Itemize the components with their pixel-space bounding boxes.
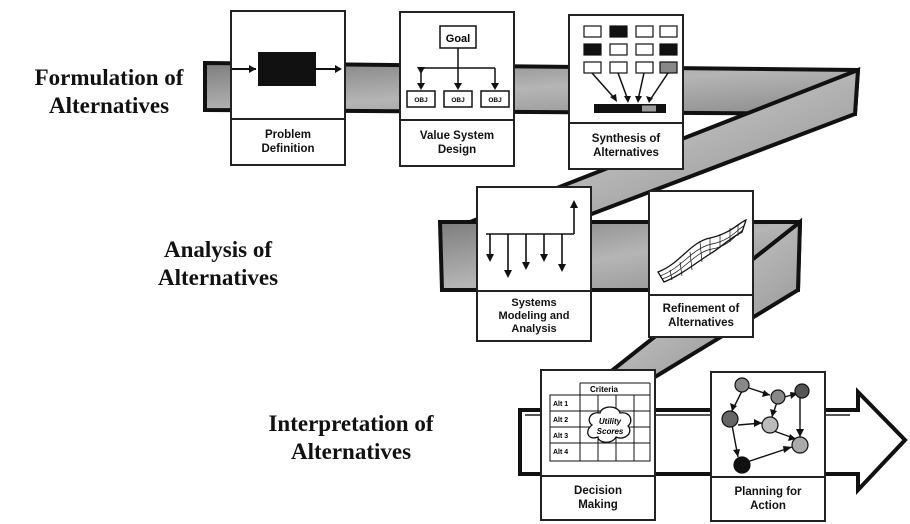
phase-label-analysis: Analysis of Alternatives	[128, 236, 308, 292]
problem-definition-caption: Problem Definition	[232, 118, 344, 164]
caption-line: Planning for	[734, 486, 802, 498]
decision-making-caption: Decision Making	[542, 475, 654, 519]
planning-caption: Planning for Action	[712, 476, 824, 520]
goal-label: Goal	[446, 33, 470, 45]
criteria-label: Criteria	[590, 385, 619, 394]
synthesis-grid-illustration	[583, 25, 678, 113]
phase-formulation-line2: Alternatives	[48, 93, 170, 118]
goal-objective-tree-illustration: Goal OBJ OBJ OBJ	[406, 25, 510, 108]
caption-line: Action	[750, 500, 786, 512]
caption-line: Value System	[419, 130, 495, 142]
phase-analysis-line2: Alternatives	[157, 265, 279, 290]
alt-label: Alt 4	[553, 449, 568, 456]
value-system-design-caption: Value System Design	[401, 119, 513, 165]
step-systems-modeling-and-analysis: Systems Modeling and Analysis	[476, 186, 592, 342]
utility-cloud	[587, 406, 632, 443]
caption-line: Synthesis of	[591, 133, 661, 145]
phase-analysis-line1: Analysis of	[164, 237, 272, 262]
caption-line: Analysis	[511, 322, 557, 335]
systems-modeling-illustration	[486, 200, 578, 278]
caption-line: Refinement of	[662, 303, 740, 315]
refinement-caption: Refinement of Alternatives	[650, 294, 752, 336]
alt-label: Alt 1	[553, 401, 568, 408]
systems-modeling-caption: Systems Modeling and Analysis	[478, 290, 590, 340]
caption-line: Making	[578, 499, 618, 511]
decision-matrix-illustration: Criteria Alt 1 Alt 2 Alt 3 Alt 4 Utility…	[549, 382, 651, 462]
caption-line: Decision	[574, 485, 622, 497]
step-planning-for-action: Planning for Action	[710, 371, 826, 522]
alt-label: Alt 2	[553, 417, 568, 424]
obj-label: OBJ	[451, 97, 465, 104]
caption-line: Modeling and	[498, 309, 570, 322]
caption-line: Problem	[264, 129, 311, 141]
utility-label: Scores	[597, 427, 624, 436]
phase-formulation-line1: Formulation of	[34, 65, 184, 90]
phase-interpretation-line1: Interpretation of	[268, 411, 434, 436]
caption-line: Design	[437, 144, 477, 156]
utility-label: Utility	[599, 417, 622, 426]
problem-definition-illustration	[232, 52, 342, 86]
step-refinement-of-alternatives: Refinement of Alternatives	[648, 190, 754, 338]
action-network-illustration	[721, 377, 810, 474]
phase-label-interpretation: Interpretation of Alternatives	[238, 410, 464, 466]
step-value-system-design: Goal OBJ OBJ OBJ Value System Design	[399, 11, 515, 167]
obj-label: OBJ	[414, 97, 428, 104]
caption-line: Definition	[261, 143, 315, 155]
synthesis-caption: Synthesis of Alternatives	[570, 122, 682, 168]
caption-line: Alternatives	[668, 317, 734, 329]
obj-label: OBJ	[488, 97, 502, 104]
caption-line: Alternatives	[593, 147, 659, 159]
step-decision-making: Criteria Alt 1 Alt 2 Alt 3 Alt 4 Utility…	[540, 369, 656, 521]
step-problem-definition: Problem Definition	[230, 10, 346, 166]
step-synthesis-of-alternatives: Synthesis of Alternatives	[568, 14, 684, 170]
surface-mesh-illustration	[657, 218, 748, 283]
phase-interpretation-line2: Alternatives	[290, 439, 412, 464]
caption-line: Systems	[511, 296, 557, 309]
alt-label: Alt 3	[553, 433, 568, 440]
phase-label-formulation: Formulation of Alternatives	[8, 64, 210, 120]
